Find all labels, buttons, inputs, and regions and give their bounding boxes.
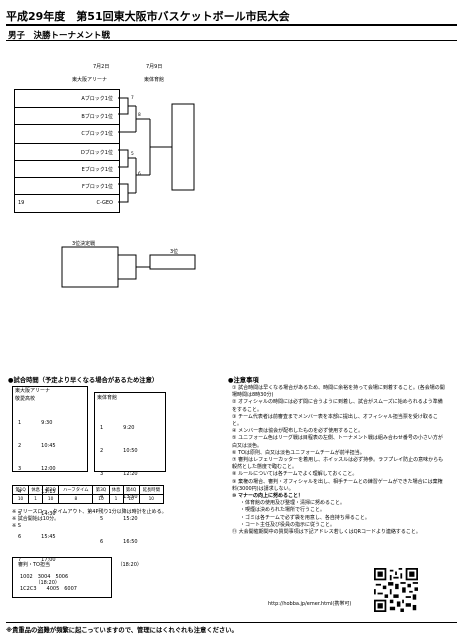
period-value: 10 [122, 494, 140, 504]
round2-venue: 東体育館 [144, 77, 165, 83]
note-subitem: ・コート主任及び役員の指示に従うこと。 [240, 521, 336, 528]
period-value: 1 [28, 494, 44, 504]
notes-list: ① 試合時間は早くなる場合があるため、時間に余裕を持って会場に到着すること。(各… [232, 385, 446, 536]
schedule-row: （18:20） [18, 579, 60, 586]
rule-note: ※ S [12, 523, 21, 530]
match-number: 5 [131, 152, 134, 157]
schedule-row: 2 10:45 [18, 442, 56, 449]
team-row: Cブロック1位 [15, 124, 119, 141]
page-title: 平成29年度 第51回東大阪市バスケットボール市民大会 [6, 10, 290, 23]
note-item: ⑥ TOは原則、白又は淡色ユニフォームチームが前半担当。 [232, 449, 365, 456]
period-header: 休息 [28, 485, 44, 495]
note-item: ⑧ ルールについては各チームでよく理解しておくこと。 [232, 471, 358, 478]
period-header: 延長時間 [138, 485, 165, 495]
team-row: Bブロック1位 [15, 107, 119, 124]
third-place-label: 3位決定戦 [72, 241, 96, 247]
note-item: ⑩ マナーの向上に努めること！ [232, 493, 303, 500]
officials-line: 1002 3004 5006 [20, 574, 69, 580]
team-name: Fブロック1位 [81, 184, 113, 190]
period-table: 第1Q 休息 第2Q ハーフタイム 第3Q 休息 第4Q 延長時間 10 1 1… [11, 485, 165, 504]
period-value: 10 [92, 494, 110, 504]
period-value: 10 [11, 494, 30, 504]
schedule-row: 3 12:20 [100, 470, 138, 477]
period-value: 10 [138, 494, 165, 504]
officials-box [12, 557, 112, 598]
note-item: ⑪ 大会開催期間中の質問事項は下記アドレス若しくはQRコードより連絡すること。 [232, 529, 421, 536]
period-header-row: 第1Q 休息 第2Q ハーフタイム 第3Q 休息 第4Q 延長時間 [11, 485, 165, 495]
period-value: 10 [42, 494, 60, 504]
note-subitem: ・喫煙は決められた場所で行うこと。 [240, 507, 326, 514]
third-place-result: 3位 [170, 249, 179, 255]
team-name: C-GEO [96, 200, 113, 206]
match-number: 6 [138, 172, 141, 177]
note-item: ④ メンバー表は協会が配布したものを必ず使用すること。 [232, 428, 364, 435]
contact-url[interactable]: http://hobba.jp/emer.html(携帯可) [268, 601, 352, 607]
footer-warning: ※貴重品の盗難が頻繁に起こっていますので、管理にはくれぐれも注意ください。 [6, 627, 238, 634]
notes-heading: ●注意事項 [228, 377, 259, 384]
period-header: 第2Q [42, 485, 60, 495]
note-item: ⑦ 審判はレフェリーカッターを着用し、ホイッスルは必ず持参。ラフプレイ防止の意味… [232, 457, 444, 471]
team-row: Dブロック1位 [15, 143, 119, 160]
team-list: Aブロック1位 Bブロック1位 Cブロック1位 Dブロック1位 Eブロック1位 … [14, 89, 120, 213]
round1-venue: 東大阪アリーナ [72, 77, 108, 83]
round1-date: 7月2日 [93, 64, 110, 70]
team-row: Aブロック1位 [15, 90, 119, 107]
schedule-row: 7 17:00 [18, 556, 56, 563]
left-schedule-box [12, 386, 88, 472]
period-value-row: 10 1 10 8 10 1 10 10 [11, 494, 165, 504]
title-rule [6, 24, 457, 26]
team-name: Cブロック1位 [81, 131, 113, 137]
schedule-row: （18:20） [100, 561, 142, 568]
note-item: ⑤ ユニフォーム色はリーグ戦は目程表の左側、トーナメント戦は組み合わせ番号の小さ… [232, 435, 443, 449]
note-item: ② オフィシャルの時間には必ず間に合うように到着し、試合がスムーズに始められるよ… [232, 399, 443, 413]
team-row: Eブロック1位 [15, 160, 119, 177]
page-subtitle: 男子 決勝トーナメント戦 [8, 31, 111, 41]
note-item: ③ チーム代表者は前審査までメンバー表を本部に提出し、オフィシャル担当票を受け取… [232, 413, 438, 428]
rule-note: ※ フリースロー、タイムアウト、第4P残り1分以降は時計を止める。 [12, 509, 167, 515]
team-name: Eブロック1位 [81, 167, 113, 173]
seed-number: 19 [18, 200, 25, 206]
period-header: ハーフタイム [58, 485, 94, 495]
rule-note: ※ 試合開始は10分。 [12, 516, 60, 523]
qr-code-icon [374, 568, 418, 612]
schedule-row: 5 15:20 [100, 516, 138, 523]
team-name: Dブロック1位 [80, 150, 113, 156]
officials-heading: 審判・TO担当 [18, 562, 50, 568]
team-name: Bブロック1位 [81, 114, 113, 120]
subtitle-rule [6, 40, 457, 41]
footer-rule [6, 622, 457, 623]
schedule-row: 5 14:30 [18, 511, 56, 518]
schedule-row: 1 9:20 [100, 425, 135, 432]
team-row: Fブロック1位 [15, 177, 119, 194]
schedule-row: 3 12:00 [18, 465, 56, 472]
schedule-row: 2 10:50 [100, 447, 138, 454]
team-name: Aブロック1位 [81, 96, 113, 102]
right-venue: 東体育館 [97, 395, 118, 401]
period-header: 第3Q [92, 485, 110, 495]
team-row: 19 C-GEO [15, 194, 119, 212]
period-header: 第1Q [11, 485, 30, 495]
schedule-row: 6 15:45 [18, 534, 56, 541]
period-value: 1 [108, 494, 124, 504]
note-subitem: ・体育館の使用及び整理・清掃に努めること。 [240, 500, 346, 507]
note-subitem: ・ゴミは各チームで必ず袋を用意し、各自持ち帰ること。 [240, 514, 370, 521]
schedule-row: 6 16:50 [100, 539, 138, 546]
right-schedule-box [94, 392, 166, 472]
left-venue: 東大阪アリーナ 敬愛高校 [15, 388, 51, 402]
period-header: 休息 [108, 485, 124, 495]
note-item: ⑨ 棄権の場合、審判・オフィシャルを出し、相手チームとの練習ゲームができた場合に… [232, 478, 443, 492]
match-number: 8 [138, 113, 141, 118]
round2-date: 7月9日 [146, 64, 163, 70]
schedule-row: 1 9:30 [18, 420, 53, 427]
team-gap [15, 141, 119, 158]
period-value: 8 [58, 494, 94, 504]
officials-line: 1C2C3 4005 6007 [20, 586, 77, 592]
rule-notes: ※ フリースロー、タイムアウト、第4P残り1分以降は時計を止める。 ※ 試合開始… [12, 509, 202, 531]
period-header: 第4Q [122, 485, 140, 495]
note-item: ① 試合時間は早くなる場合があるため、時間に余裕を持って会場に到着すること。(各… [232, 385, 445, 399]
match-number: 7 [131, 96, 134, 101]
schedule-heading: ●試合時間（予定より早くなる場合があるため注意） [8, 377, 159, 384]
